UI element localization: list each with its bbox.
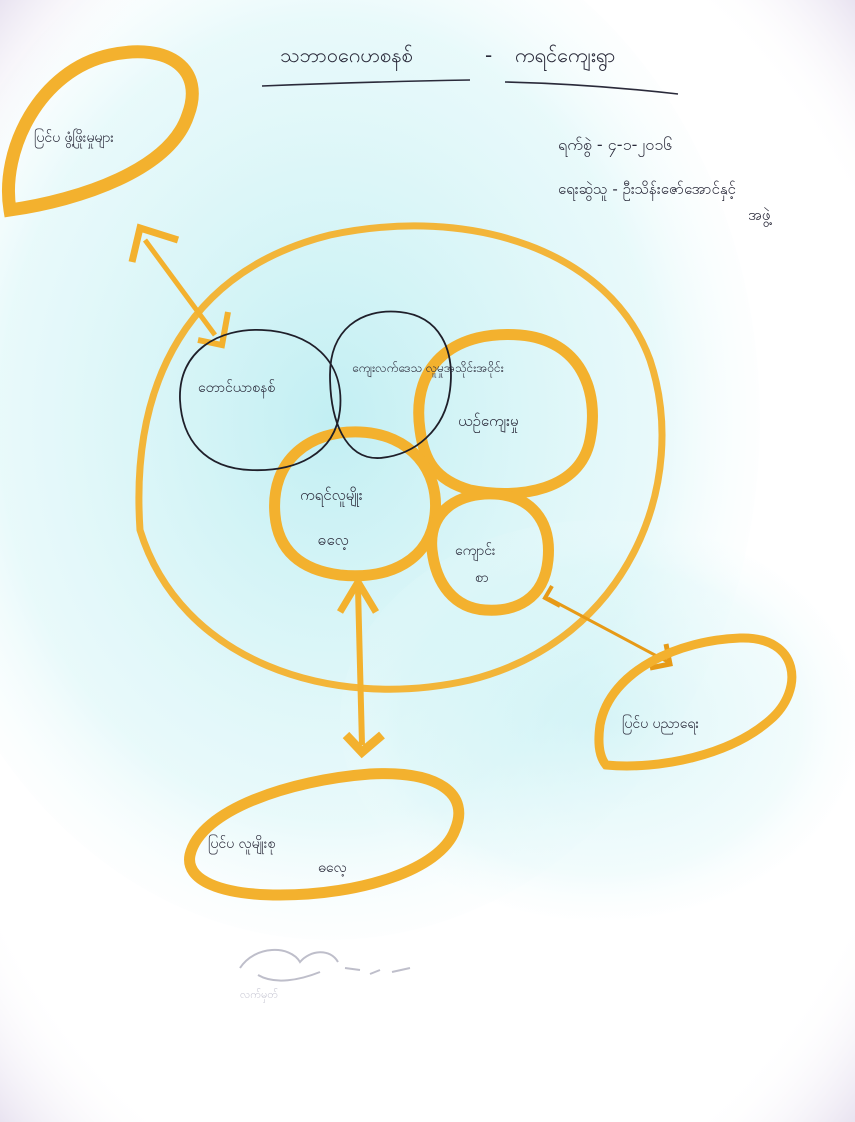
arrowhead-down — [197, 311, 231, 349]
top-left-oval — [2, 45, 199, 218]
top-left-label: ပြင်ပ ဖွံ့ဖြိုးမှုများ — [34, 129, 114, 148]
bottom-right-label: ပြင်ပ ပညာရေး — [622, 715, 699, 734]
bottom-label-1: ပြင်ပ လူမျိုးစု — [208, 835, 275, 854]
forest-circle — [179, 329, 342, 471]
center-label-1: ကရင်လူမျိုး — [300, 486, 363, 507]
signature-area: လက်မှတ် — [239, 949, 411, 1003]
arrowhead-center-down — [342, 731, 385, 759]
arrow-small-bottomright — [547, 596, 669, 664]
title-dash: - — [485, 43, 492, 67]
small-label-1: ကျောင်း — [455, 543, 496, 561]
arrowhead-up — [128, 223, 180, 263]
title-left: သဘာဝ‌ဂေဟစနစ် — [280, 43, 413, 71]
bottom-oval — [184, 768, 465, 901]
bottom-label-2: ဓလေ့ — [318, 860, 347, 876]
small-label-2: စာ — [475, 570, 489, 586]
culture-circle — [413, 328, 598, 499]
small-circle — [426, 488, 554, 616]
forest-label: တောင်ယာစနစ် — [198, 380, 275, 398]
date-line: ရက်စွဲ - ၄-၁-၂၀၁၆ — [558, 135, 672, 157]
community-label: ကျေးလက်ဒေသ လူမှုအသိုင်းအဝိုင်း — [352, 360, 504, 378]
author-line-1: ရေးဆွဲသူ - ဦးသိန်းဇော်အောင်နှင့် — [558, 180, 736, 201]
title-underline-left — [261, 79, 471, 87]
signature-scribble — [239, 949, 411, 982]
arrowhead-center-up — [336, 575, 380, 614]
bottom-right-oval — [594, 633, 797, 771]
arrow-topleft-forest — [142, 238, 218, 337]
signature-text: လက်မှတ် — [240, 988, 278, 1003]
title-underline-right — [504, 81, 679, 95]
community-circle — [329, 310, 452, 459]
center-label-2: ဓလေ့ — [318, 531, 349, 550]
author-line-2: အဖွဲ့ — [748, 206, 773, 227]
arrowhead-small — [542, 584, 561, 608]
culture-label: ယဉ်ကျေးမှု — [458, 412, 518, 433]
arrow-center-bottom — [355, 587, 365, 746]
outer-boundary-circle — [135, 222, 666, 693]
title-right: ကရင်ကျေးရွာ — [515, 43, 616, 71]
